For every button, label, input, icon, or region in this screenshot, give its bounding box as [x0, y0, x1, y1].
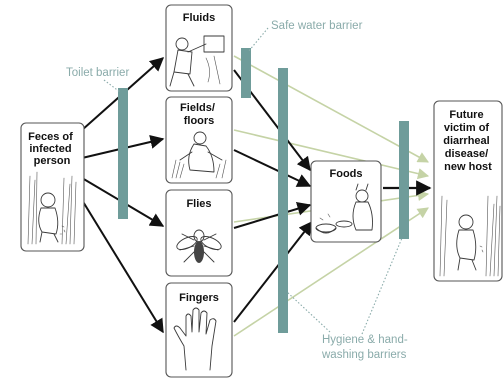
host-label-line2: victim of: [444, 122, 490, 134]
flies-label: Flies: [186, 198, 211, 210]
fields-label-line2: floors: [184, 115, 215, 127]
fluids-label: Fluids: [183, 12, 215, 24]
arrow-fields-to-host: [233, 129, 430, 180]
fields-label-line1: Fields/: [180, 102, 215, 114]
hand-illustration: [173, 307, 217, 371]
safe-water-barrier-bar: [241, 48, 251, 98]
host-label-line3: diarrheal: [443, 135, 489, 147]
fingers-label: Fingers: [179, 292, 219, 304]
hygiene-barrier-label: Hygiene & hand- washing barriers: [321, 334, 411, 361]
toilet-barrier-label: Toilet barrier: [66, 67, 129, 79]
host-label-line4: disease/: [445, 148, 488, 160]
barriers: [118, 48, 409, 333]
barrier-leader-lines: [103, 27, 403, 335]
arrow-fingers-to-foods: [233, 220, 313, 323]
host-label-line1: Future: [449, 109, 483, 121]
hygiene-barrier-bar-right: [399, 121, 409, 239]
hygiene-barrier-label-line1: Hygiene & hand-: [322, 334, 408, 346]
child-eating-illustration: [315, 183, 373, 234]
fly-illustration: [176, 229, 222, 263]
hygiene-leader-line-right: [361, 237, 403, 335]
node-foods: Foods: [310, 160, 382, 243]
hygiene-barrier-label-line2: washing barriers: [321, 349, 407, 361]
woman-working-field-illustration: [171, 131, 227, 179]
arrow-flies-to-foods: [233, 201, 312, 229]
node-fingers: Fingers: [165, 282, 233, 378]
water-carrier-illustration: [169, 35, 225, 87]
node-fields-floors: Fields/ floors: [165, 96, 233, 184]
svg-text:Fields/ floors: Fields/ floors: [180, 102, 218, 127]
svg-text:Future victim of d: Future victim of diarrheal disease/ new …: [443, 109, 493, 173]
child-host-illustration: [439, 195, 501, 277]
node-flies: Flies: [165, 189, 233, 277]
feces-label-line3: person: [34, 155, 71, 167]
feces-label-line2: infected: [29, 143, 71, 155]
host-label-line5: new host: [444, 161, 492, 173]
foods-label: Foods: [330, 168, 363, 180]
svg-text:Feces of infected: Feces of infected person: [28, 131, 76, 167]
arrow-fields-to-foods: [233, 149, 312, 187]
arrow-feces-to-fingers: [81, 199, 164, 334]
node-future-host: Future victim of diarrheal disease/ new …: [433, 100, 503, 282]
arrow-fingers-to-host: [233, 207, 429, 337]
hygiene-barrier-bar-left: [278, 68, 288, 333]
node-fluids: Fluids: [165, 4, 233, 92]
toilet-leader-line: [103, 79, 121, 93]
safe-water-barrier-label: Safe water barrier: [271, 20, 363, 32]
hygiene-leader-line-left: [286, 291, 331, 333]
toilet-barrier-bar: [118, 88, 128, 219]
squatting-child-illustration: [27, 171, 77, 245]
feces-label-line1: Feces of: [28, 131, 73, 143]
arrow-fluids-to-host: [233, 55, 429, 163]
node-feces: Feces of infected person: [20, 122, 85, 252]
